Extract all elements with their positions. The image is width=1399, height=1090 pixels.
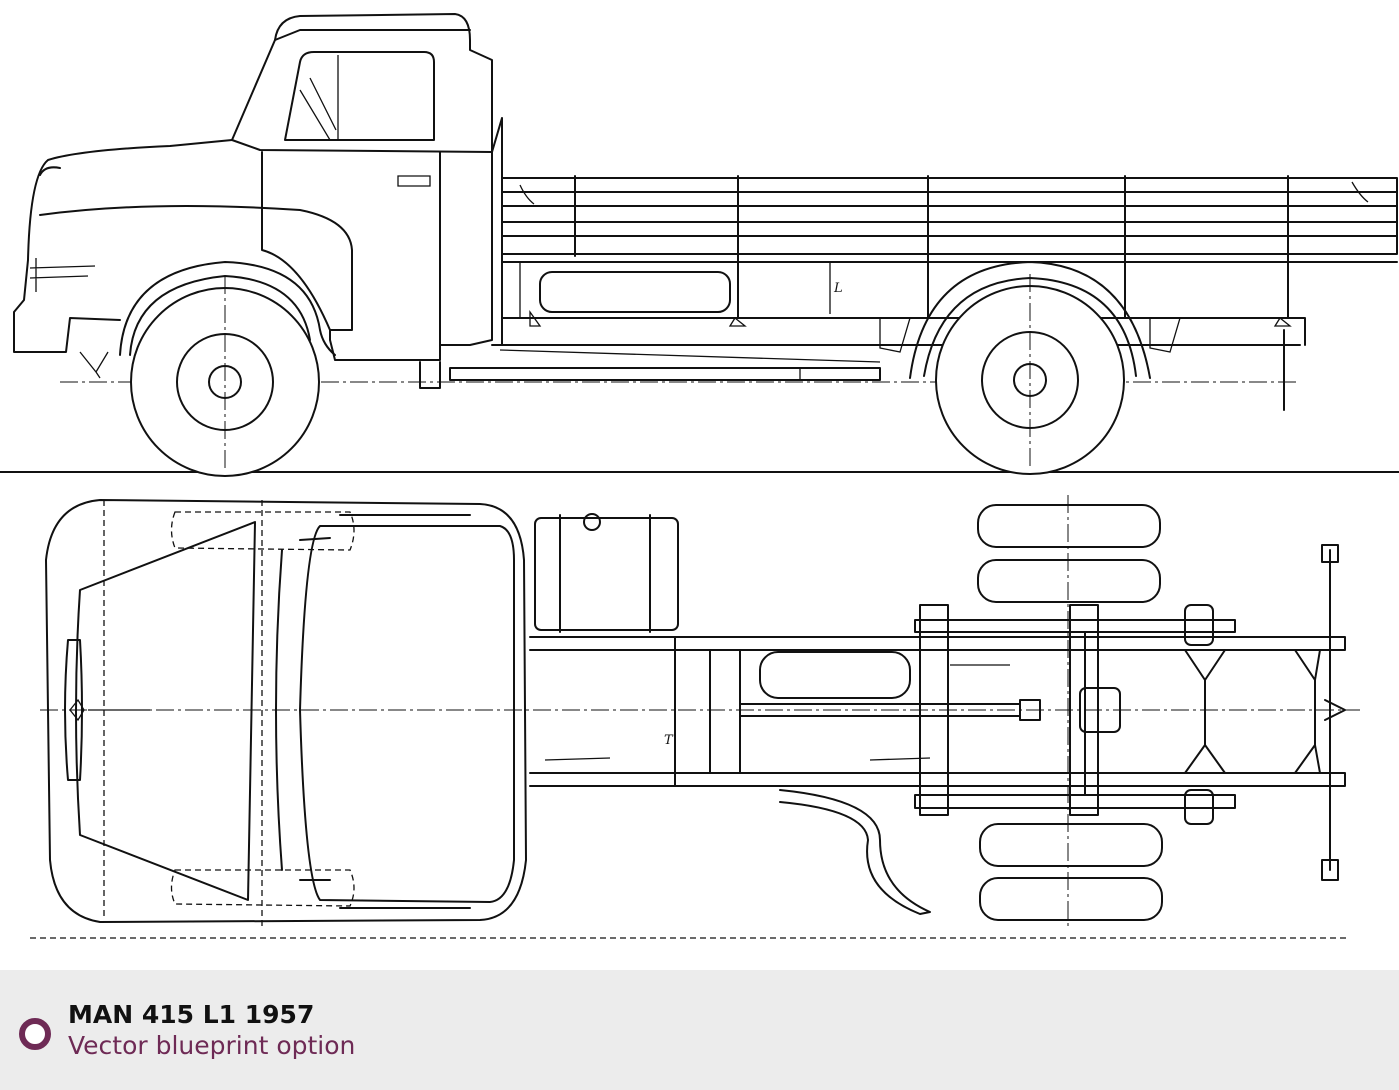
caption-bar <box>0 970 1399 1090</box>
cab-top <box>45 499 527 930</box>
frame-top: T <box>529 604 1346 816</box>
side-view: L <box>0 13 1399 477</box>
circle-bullet-icon <box>19 1018 51 1050</box>
caption-subtitle: Vector blueprint option <box>68 1031 356 1060</box>
front-wheel <box>130 276 320 477</box>
rear-wheel-group <box>879 261 1181 475</box>
caption-title: MAN 415 L1 1957 <box>68 1000 315 1029</box>
cargo-bed: L <box>501 175 1398 411</box>
rear-wheels-top <box>977 495 1163 930</box>
rear-axle-top <box>914 604 1236 825</box>
tow-bar <box>1321 544 1346 881</box>
dimension-label-l: L <box>833 281 843 296</box>
cab <box>231 13 503 361</box>
exhaust-pipe <box>779 789 931 915</box>
dimension-label-t: T <box>664 733 674 748</box>
blueprint-drawing: L <box>0 13 1399 939</box>
top-view: T <box>30 495 1360 939</box>
chassis-side <box>419 317 1306 389</box>
fuel-tank-top <box>534 513 679 633</box>
